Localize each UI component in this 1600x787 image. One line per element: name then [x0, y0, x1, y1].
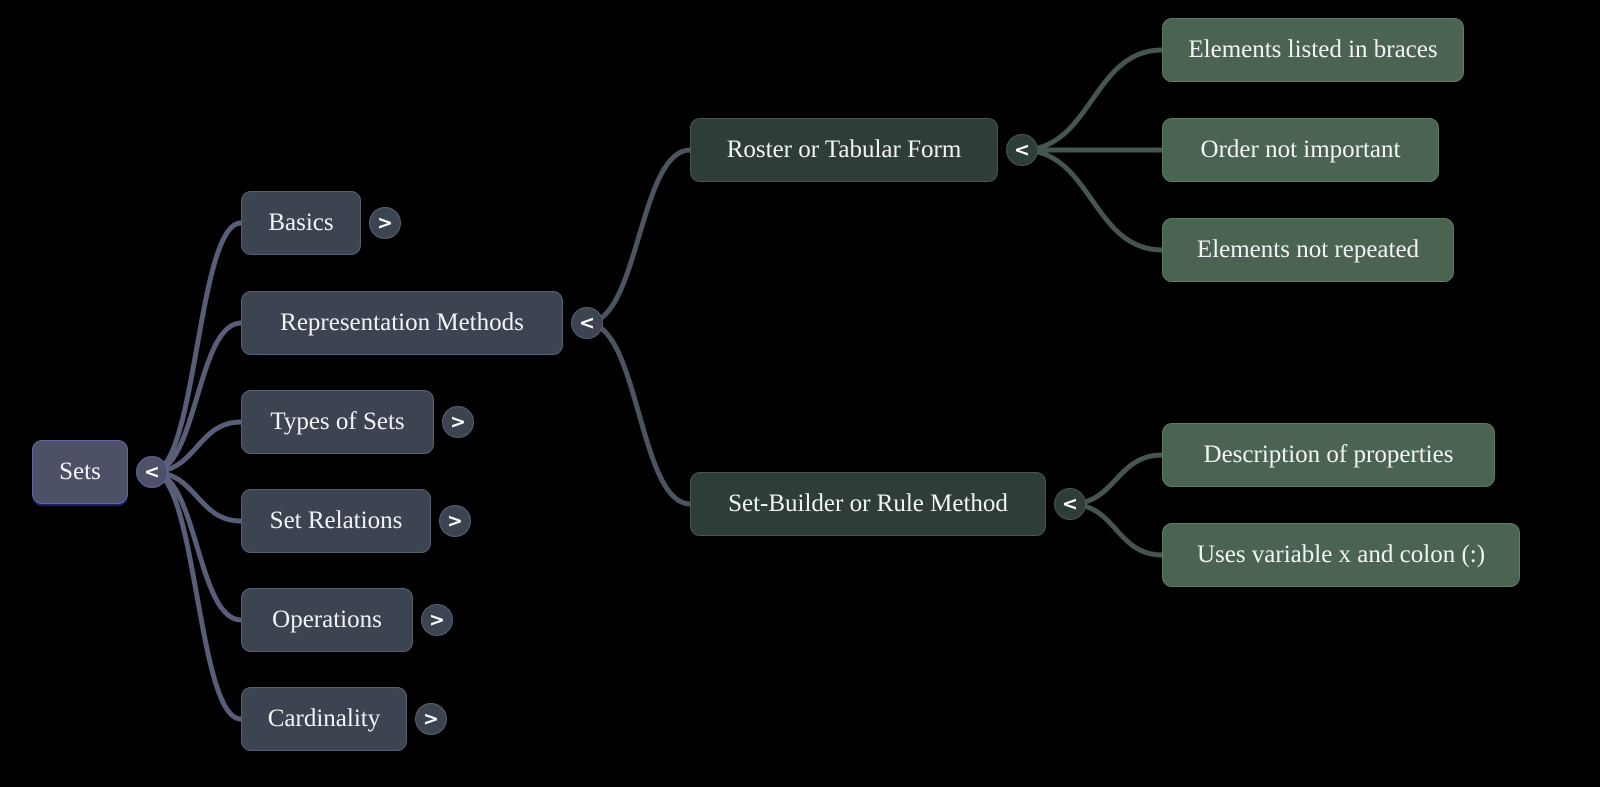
edge-sets-operations [149, 469, 244, 623]
node-set-relations[interactable]: Set Relations [241, 489, 431, 553]
expand-button-operations[interactable]: > [421, 604, 453, 636]
node-elements-listed-in-braces[interactable]: Elements listed in braces [1162, 18, 1464, 82]
row-description-of-properties: Description of properties [1162, 423, 1495, 487]
collapse-button-sets[interactable]: < [136, 456, 168, 488]
node-roster-or-tabular-form[interactable]: Roster or Tabular Form [690, 118, 998, 182]
node-elements-not-repeated[interactable]: Elements not repeated [1162, 218, 1454, 282]
edge-roster-braces [1019, 47, 1165, 153]
node-basics[interactable]: Basics [241, 191, 361, 255]
node-order-not-important[interactable]: Order not important [1162, 118, 1439, 182]
row-roster-or-tabular-form: Roster or Tabular Form < [690, 118, 1038, 182]
node-operations[interactable]: Operations [241, 588, 413, 652]
row-elements-not-repeated: Elements not repeated [1162, 218, 1454, 282]
row-sets: Sets < [32, 440, 168, 504]
collapse-button-set-builder-or-rule-method[interactable]: < [1054, 488, 1086, 520]
node-sets[interactable]: Sets [32, 440, 128, 504]
row-types-of-sets: Types of Sets > [241, 390, 474, 454]
node-representation-methods[interactable]: Representation Methods [241, 291, 563, 355]
node-cardinality[interactable]: Cardinality [241, 687, 407, 751]
node-description-of-properties[interactable]: Description of properties [1162, 423, 1495, 487]
row-set-relations: Set Relations > [241, 489, 471, 553]
collapse-button-roster-or-tabular-form[interactable]: < [1006, 134, 1038, 166]
row-representation-methods: Representation Methods < [241, 291, 603, 355]
edge-roster-repeated [1019, 147, 1165, 253]
expand-button-set-relations[interactable]: > [439, 505, 471, 537]
edge-sets-cardinality [149, 469, 244, 722]
node-set-builder-or-rule-method[interactable]: Set-Builder or Rule Method [690, 472, 1046, 536]
row-basics: Basics > [241, 191, 401, 255]
edge-representation-setbuilder [584, 320, 693, 507]
edge-representation-roster [584, 147, 693, 326]
expand-button-basics[interactable]: > [369, 207, 401, 239]
expand-button-cardinality[interactable]: > [415, 703, 447, 735]
node-types-of-sets[interactable]: Types of Sets [241, 390, 434, 454]
expand-button-types-of-sets[interactable]: > [442, 406, 474, 438]
row-operations: Operations > [241, 588, 453, 652]
collapse-button-representation-methods[interactable]: < [571, 307, 603, 339]
row-set-builder-or-rule-method: Set-Builder or Rule Method < [690, 472, 1086, 536]
row-cardinality: Cardinality > [241, 687, 447, 751]
row-order-not-important: Order not important [1162, 118, 1439, 182]
row-elements-listed-in-braces: Elements listed in braces [1162, 18, 1464, 82]
edge-sets-basics [149, 220, 244, 475]
row-uses-variable-x-and-colon: Uses variable x and colon (:) [1162, 523, 1520, 587]
node-uses-variable-x-and-colon[interactable]: Uses variable x and colon (:) [1162, 523, 1520, 587]
